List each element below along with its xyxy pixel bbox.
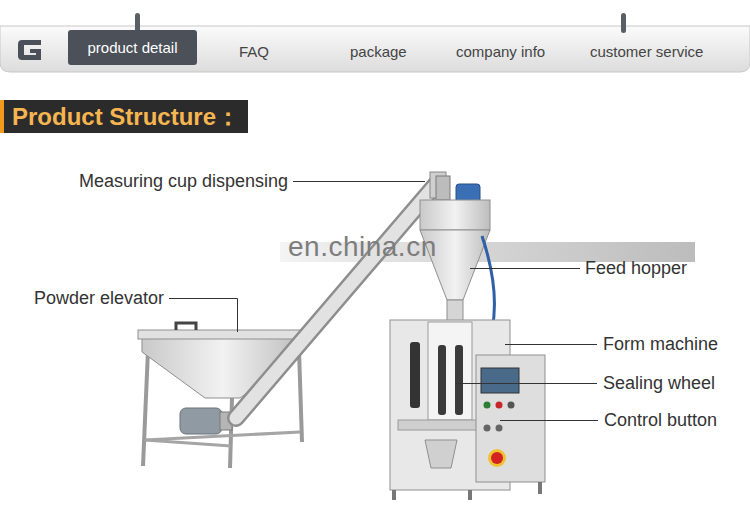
watermark: en.china.cn	[288, 231, 437, 263]
logo-icon	[18, 40, 41, 60]
section-heading: Product Structure：	[0, 100, 248, 133]
leader-line	[505, 344, 597, 345]
nav-tab: company info	[456, 43, 545, 60]
nav-tab: customer service	[590, 43, 703, 60]
part-label: Measuring cup dispensing	[79, 171, 288, 192]
leader-lines	[169, 182, 598, 421]
part-label: Sealing wheel	[603, 373, 715, 394]
nav-bar	[0, 26, 750, 72]
part-label: Form machine	[603, 334, 718, 355]
nav-tab: FAQ	[239, 43, 269, 60]
leader-line	[293, 181, 425, 182]
leader-line	[500, 420, 598, 421]
part-label: Control button	[604, 410, 717, 431]
powder-elevator	[138, 323, 306, 468]
tab-text: product detail	[87, 39, 177, 56]
leader-line	[169, 299, 238, 333]
part-label: Feed hopper	[585, 258, 687, 279]
screw-conveyor	[236, 172, 446, 418]
nav-tab-active: product detail	[68, 30, 197, 65]
packing-machine	[390, 320, 545, 500]
nav-marker	[621, 13, 626, 33]
part-label: Powder elevator	[34, 288, 164, 309]
leader-line	[470, 268, 580, 269]
nav-tab: package	[350, 43, 407, 60]
leader-line	[455, 383, 597, 384]
